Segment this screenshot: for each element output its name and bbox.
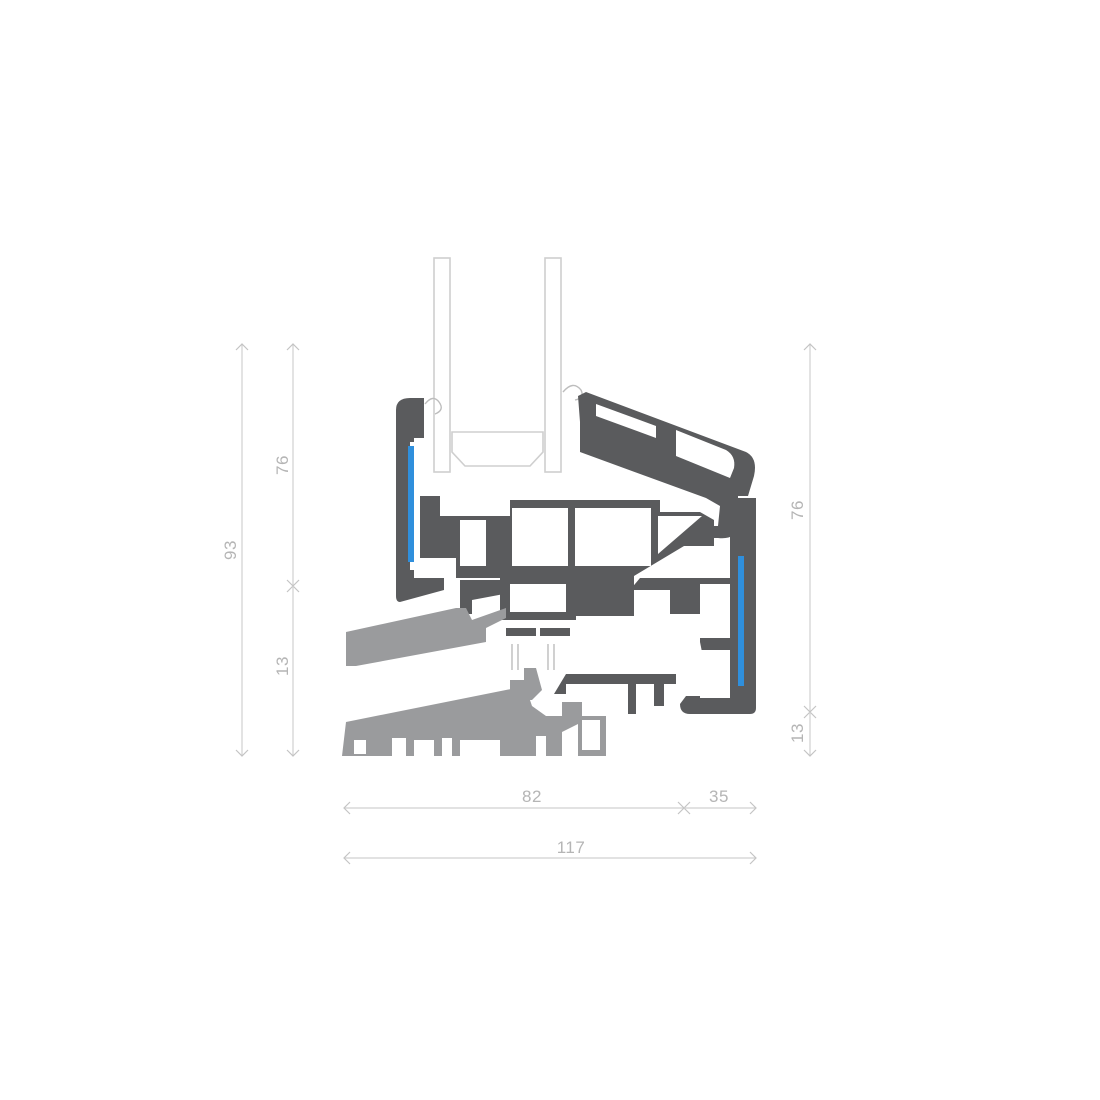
dim-label-left-lower: 13: [273, 656, 292, 676]
dim-label-bottom-right: 35: [709, 787, 729, 806]
dimension-right-upper: 76: [788, 343, 817, 719]
dim-label-left-upper: 76: [273, 455, 292, 475]
dimension-left-total: 93: [221, 343, 249, 757]
dimension-bottom-right: 35: [684, 787, 757, 815]
dim-label-right-upper: 76: [788, 500, 807, 520]
dim-label-right-lower: 13: [788, 723, 807, 743]
dim-label-bottom-left: 82: [522, 787, 542, 806]
dimension-bottom-left: 82: [343, 787, 691, 815]
sash-profile: [396, 392, 755, 616]
dimension-right-lower: 13: [788, 712, 817, 757]
dimension-left-lower: 13: [273, 586, 300, 757]
sill-profile: [342, 608, 606, 756]
frame-profile: [460, 498, 756, 714]
dim-label-left-total: 93: [221, 540, 240, 560]
glazing-unit: [424, 257, 583, 473]
dimension-left-upper: 76: [273, 343, 300, 593]
dim-label-bottom-total: 117: [557, 838, 586, 857]
dimension-bottom-total: 117: [343, 838, 757, 865]
